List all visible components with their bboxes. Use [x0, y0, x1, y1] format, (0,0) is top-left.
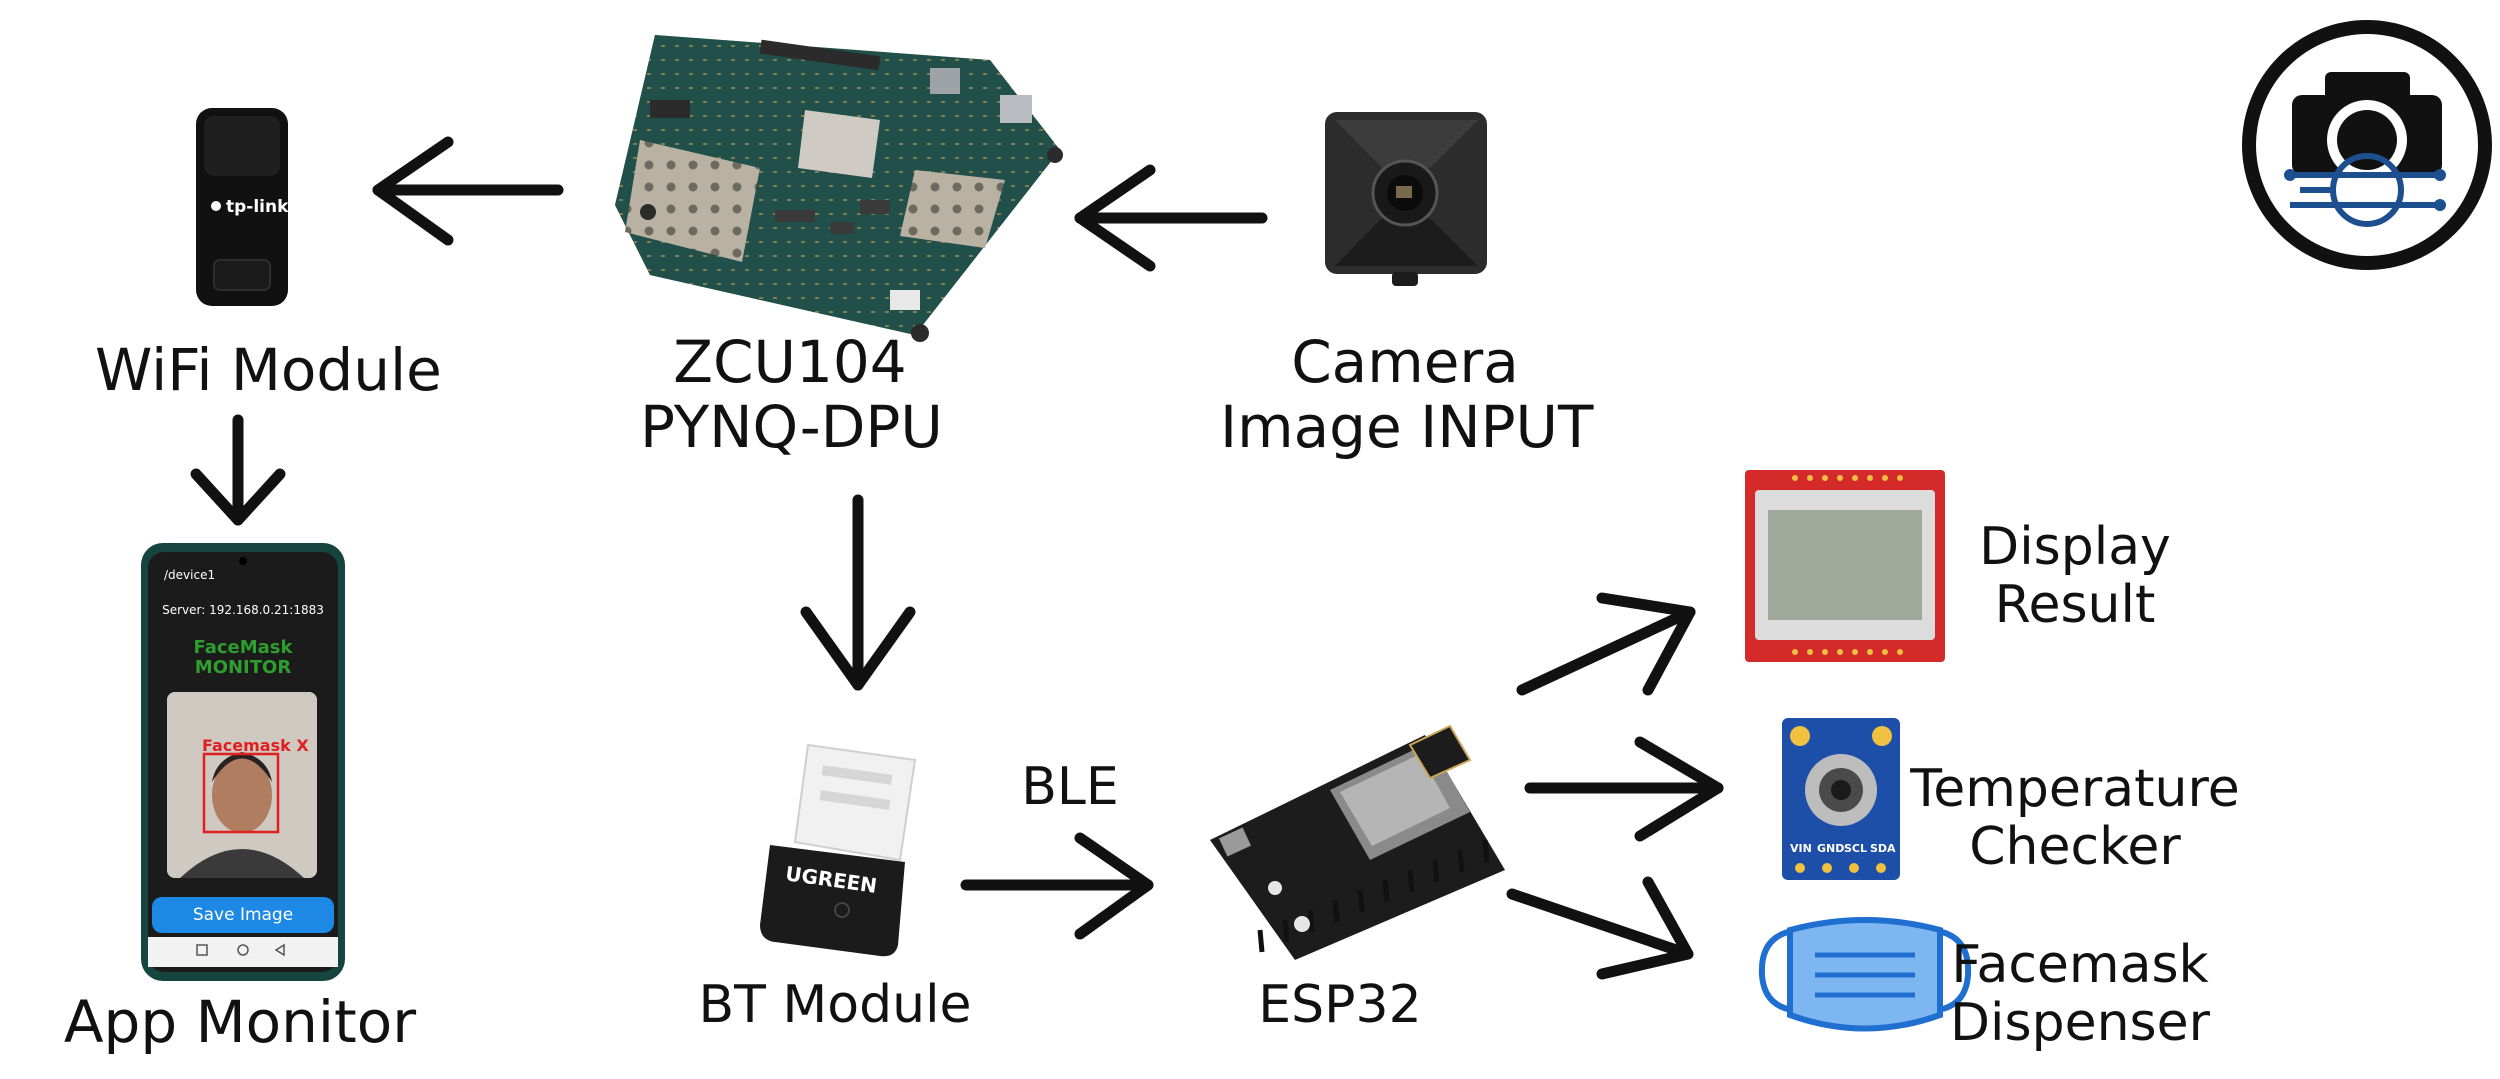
arrow-esp-to-temperature: [1530, 742, 1718, 836]
display-result-label-line1: Display: [1960, 518, 2190, 576]
camera-label: Camera Image INPUT: [1220, 330, 1590, 460]
camera-label-line1: Camera: [1220, 330, 1590, 395]
pin-label-gnd: GND: [1817, 842, 1844, 855]
phone-title-line2: MONITOR: [195, 657, 292, 678]
display-result-label: Display Result: [1960, 518, 2190, 634]
ble-label-text: BLE: [1000, 758, 1140, 816]
esp32-label: ESP32: [1230, 976, 1450, 1034]
phone-detection-label: Facemask X: [202, 736, 309, 755]
bt-module-label-text: BT Module: [690, 976, 980, 1034]
camera-label-line2: Image INPUT: [1220, 395, 1590, 460]
arrow-esp-to-dispenser: [1512, 882, 1688, 974]
pin-label-vin: VIN: [1790, 842, 1812, 855]
save-image-button[interactable]: Save Image: [152, 897, 334, 933]
camera-gear-logo: [2249, 27, 2485, 263]
bt-dongle-image: UGREEN: [760, 745, 915, 956]
temperature-checker-label-line2: Checker: [1910, 818, 2240, 876]
arrow-camera-to-zcu: [1080, 170, 1262, 266]
temperature-checker-label: Temperature Checker: [1910, 760, 2240, 876]
phone-path: /device1: [164, 568, 215, 582]
esp32-board-image: [1210, 726, 1505, 960]
temperature-checker-label-line1: Temperature: [1910, 760, 2240, 818]
facemask-dispenser-label: Facemask Dispenser: [1930, 936, 2230, 1052]
esp32-label-text: ESP32: [1230, 976, 1450, 1034]
arrow-bt-to-esp: [966, 838, 1148, 934]
zcu104-label: ZCU104 PYNQ-DPU: [640, 330, 940, 460]
wifi-dongle-image: tp-link: [196, 108, 289, 306]
temperature-sensor-image: VIN GND SCL SDA: [1782, 718, 1900, 880]
camera-image: [1325, 112, 1487, 286]
phone-title-line1: FaceMask: [193, 637, 293, 658]
facemask-dispenser-label-line1: Facemask: [1930, 936, 2230, 994]
arrow-zcu-to-bt: [806, 500, 910, 685]
bt-module-label: BT Module: [690, 976, 980, 1034]
wifi-module-label: WiFi Module: [95, 338, 385, 403]
arrow-zcu-to-wifi: [378, 142, 558, 240]
arrow-esp-to-display: [1522, 598, 1690, 690]
arrow-wifi-to-app: [196, 420, 280, 520]
zcu104-label-line2: PYNQ-DPU: [640, 395, 940, 460]
pin-label-scl: SCL: [1844, 842, 1867, 855]
zcu104-board-image: [615, 35, 1063, 342]
lcd-display-image: [1745, 470, 1945, 662]
wifi-module-label-text: WiFi Module: [95, 338, 385, 403]
app-monitor-label-text: App Monitor: [55, 990, 425, 1055]
ble-label: BLE: [1000, 758, 1140, 816]
facemask-dispenser-label-line2: Dispenser: [1930, 994, 2230, 1052]
zcu104-label-line1: ZCU104: [640, 330, 940, 395]
display-result-label-line2: Result: [1960, 576, 2190, 634]
phone-server: Server: 192.168.0.21:1883: [162, 603, 324, 617]
pin-label-sda: SDA: [1870, 842, 1896, 855]
tplink-logo: tp-link: [226, 197, 289, 217]
app-monitor-label: App Monitor: [55, 990, 425, 1055]
